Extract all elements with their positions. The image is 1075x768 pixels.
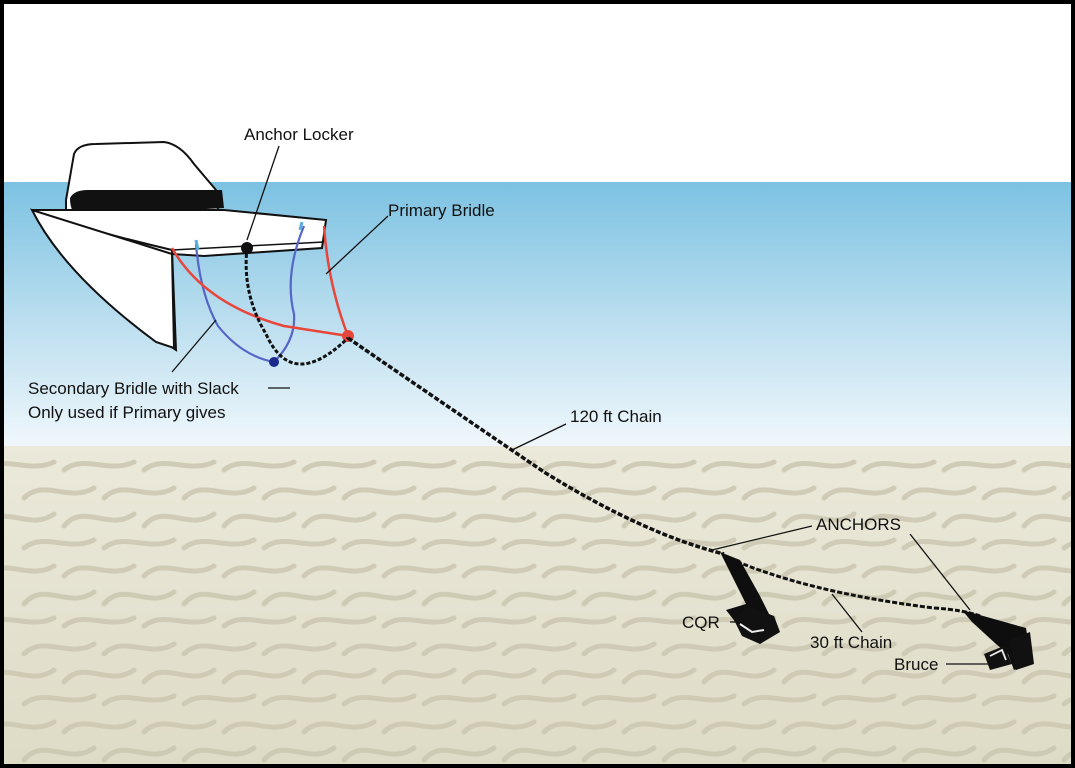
anchoring-diagram: Anchor Locker Primary Bridle Secondary B… <box>4 4 1071 764</box>
sandy-seabed <box>4 446 1071 764</box>
short-chain <box>723 554 981 618</box>
chain-from-locker <box>244 247 350 366</box>
label-bruce: Bruce <box>894 655 938 674</box>
label-cqr: CQR <box>682 613 720 632</box>
label-secondary-bridle-1: Secondary Bridle with Slack <box>28 379 239 398</box>
label-chain-short: 30 ft Chain <box>810 633 892 652</box>
label-primary-bridle: Primary Bridle <box>388 201 495 220</box>
diagram-canvas: Anchor Locker Primary Bridle Secondary B… <box>4 4 1071 764</box>
primary-bridle <box>170 225 350 338</box>
leader-lines <box>171 145 992 665</box>
label-secondary-bridle-2: Only used if Primary gives <box>28 403 225 422</box>
label-chain-main: 120 ft Chain <box>570 407 662 426</box>
cqr-anchor <box>720 552 780 644</box>
anchor-locker-point <box>241 242 253 254</box>
secondary-bridle-shackle <box>269 357 279 367</box>
label-anchors: ANCHORS <box>816 515 901 534</box>
bruce-anchor <box>962 610 1034 670</box>
catamaran-hull <box>30 140 328 352</box>
label-anchor-locker: Anchor Locker <box>244 125 354 144</box>
secondary-bridle <box>194 225 306 364</box>
main-chain <box>347 336 725 556</box>
